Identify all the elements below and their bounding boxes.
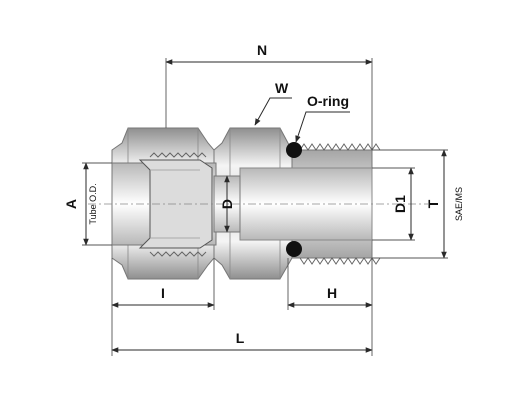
label-n: N bbox=[257, 42, 267, 58]
label-h: H bbox=[327, 285, 337, 301]
label-t: T bbox=[425, 199, 441, 208]
label-tube-od: Tube O.D. bbox=[88, 183, 98, 224]
label-oring: O-ring bbox=[307, 93, 349, 109]
oring-top bbox=[286, 142, 302, 158]
leader-w bbox=[254, 97, 292, 126]
label-d: D bbox=[219, 199, 235, 209]
oring-bottom bbox=[286, 241, 302, 257]
upper-thread bbox=[299, 143, 381, 151]
label-l: L bbox=[236, 330, 245, 346]
label-i: I bbox=[161, 285, 165, 301]
label-d1: D1 bbox=[392, 195, 408, 213]
label-w: W bbox=[275, 80, 289, 96]
leader-oring bbox=[295, 111, 350, 143]
label-a: A bbox=[63, 199, 79, 209]
fitting-body bbox=[111, 127, 381, 280]
lower-thread bbox=[299, 257, 381, 265]
label-sae-ms: SAE/MS bbox=[454, 187, 464, 221]
